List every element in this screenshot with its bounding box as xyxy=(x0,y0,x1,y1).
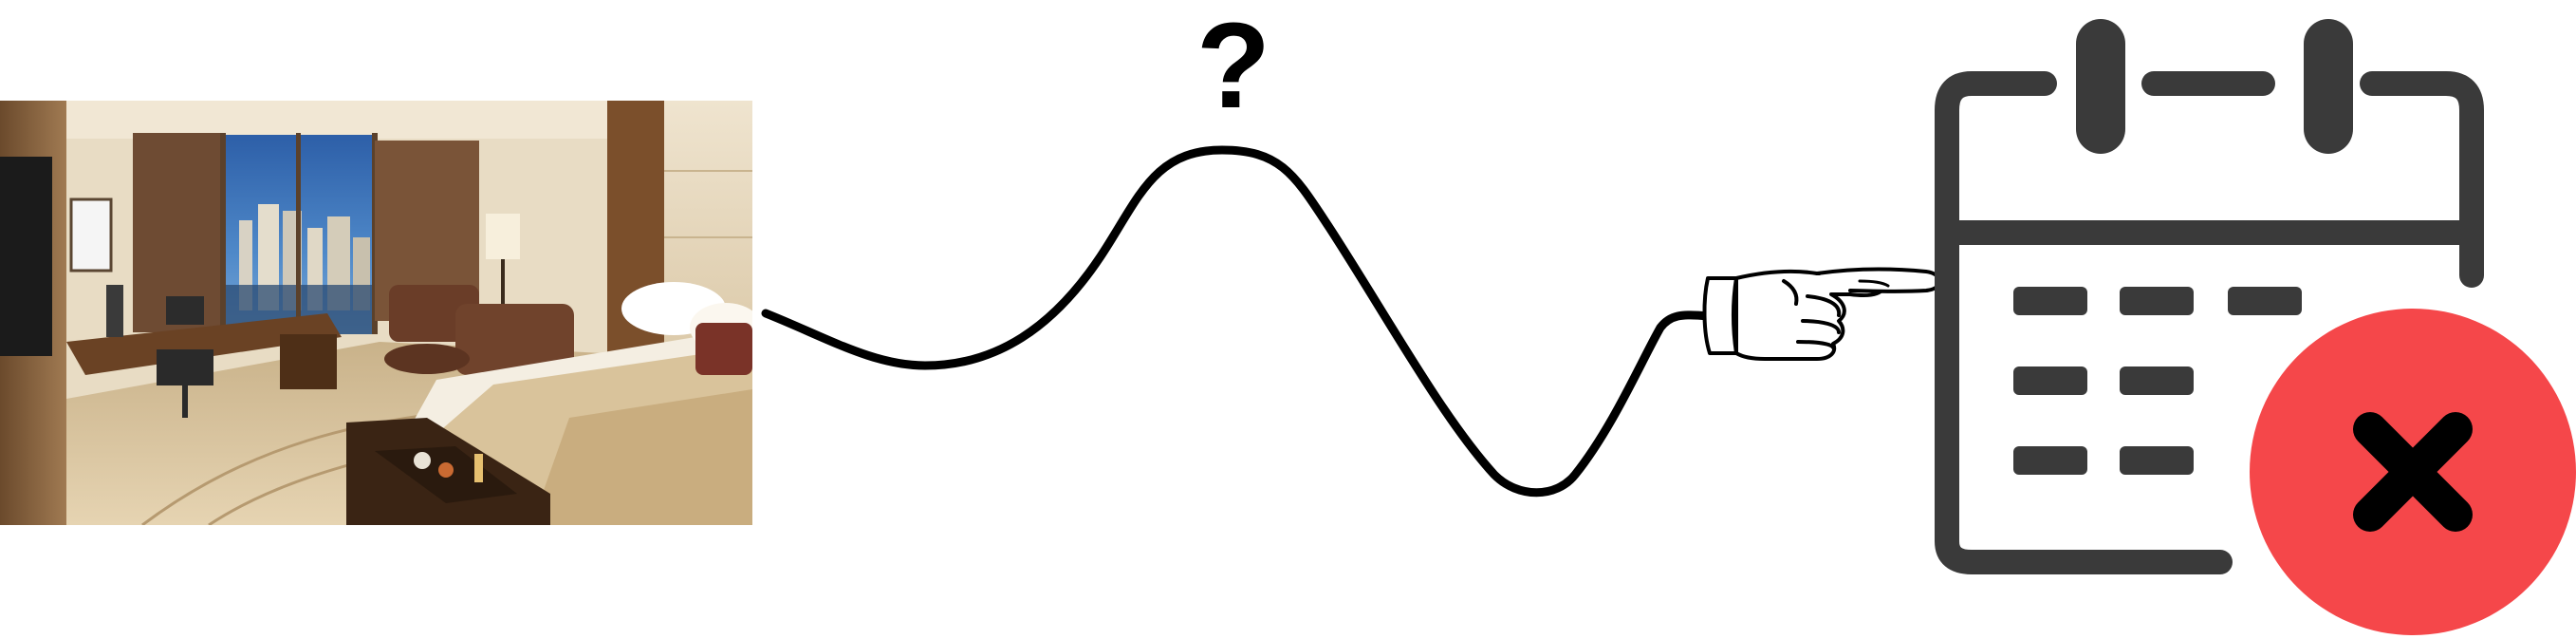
wavy-connector-line xyxy=(761,145,1713,498)
calendar-icon xyxy=(1935,19,2484,574)
hotel-room-photo xyxy=(0,101,752,525)
question-mark: ? xyxy=(1195,0,1271,134)
cancel-x-icon xyxy=(2250,309,2576,635)
pointing-hand-icon xyxy=(1702,267,1942,361)
